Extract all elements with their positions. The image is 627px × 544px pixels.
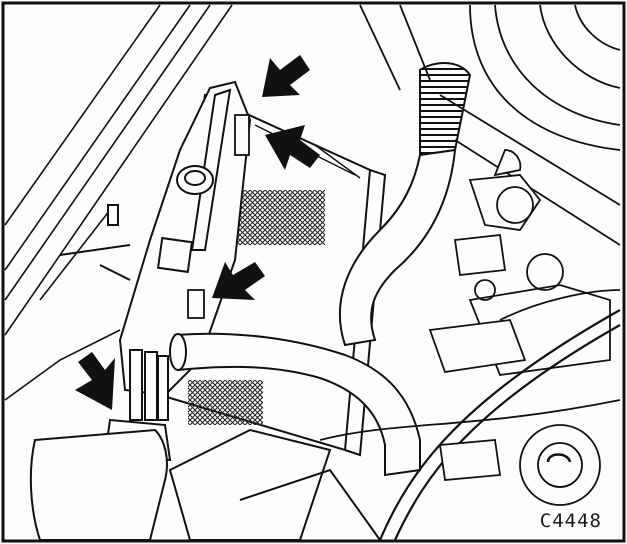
fender-lines [4, 4, 233, 401]
arrow-icon [212, 262, 265, 300]
indicator-arrows [75, 55, 320, 410]
air-cleaner [359, 4, 621, 246]
radiator-core-hatch [230, 190, 325, 245]
upper-hose [338, 62, 472, 347]
arrow-icon [75, 352, 115, 410]
radiator-core-hatch-lower [188, 380, 263, 425]
arrow-icon [262, 55, 310, 97]
arrow-icon [265, 125, 320, 170]
radiator-cap-icon [176, 165, 214, 195]
lower-left-components [29, 428, 381, 541]
retaining-clips [187, 114, 250, 319]
figure-code: C4448 [536, 510, 605, 532]
engine-parts [319, 149, 621, 541]
